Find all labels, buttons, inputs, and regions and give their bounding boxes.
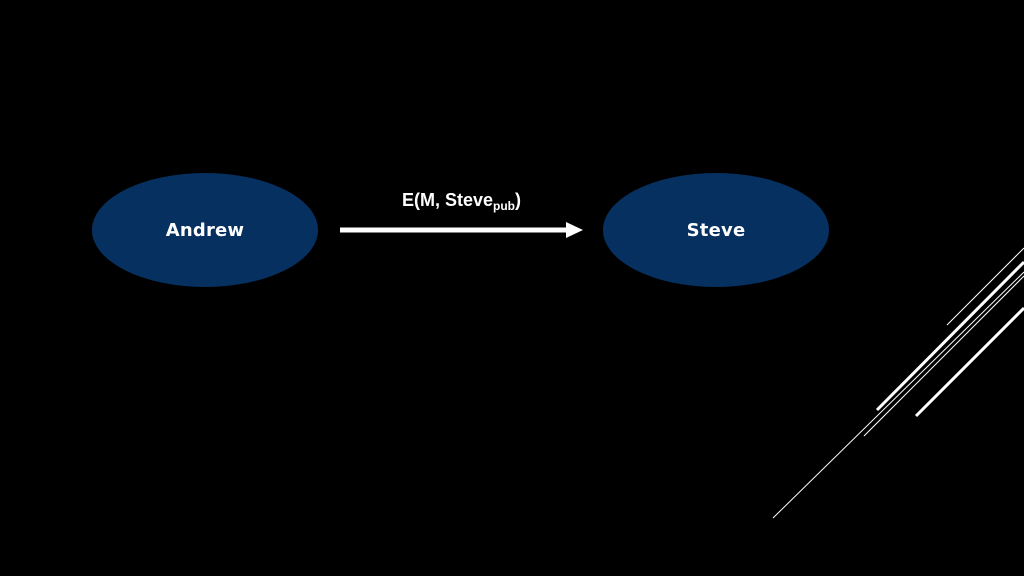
node-steve: Steve bbox=[603, 173, 829, 287]
deco-line-2 bbox=[875, 260, 1024, 412]
deco-line-3 bbox=[914, 306, 1024, 418]
edge-label-main: E(M, Steve bbox=[401, 190, 494, 210]
deco-line-5 bbox=[863, 275, 1024, 437]
node-steve-label: Steve bbox=[686, 219, 746, 241]
deco-line-1 bbox=[772, 271, 1024, 519]
edge-label: E(M, Stevepub) bbox=[340, 190, 583, 213]
node-andrew-label: Andrew bbox=[165, 219, 245, 241]
node-andrew: Andrew bbox=[92, 173, 318, 287]
edge-label-subscript: pub bbox=[493, 199, 516, 213]
edge-label-close: ) bbox=[515, 190, 522, 210]
deco-line-4 bbox=[946, 247, 1024, 326]
